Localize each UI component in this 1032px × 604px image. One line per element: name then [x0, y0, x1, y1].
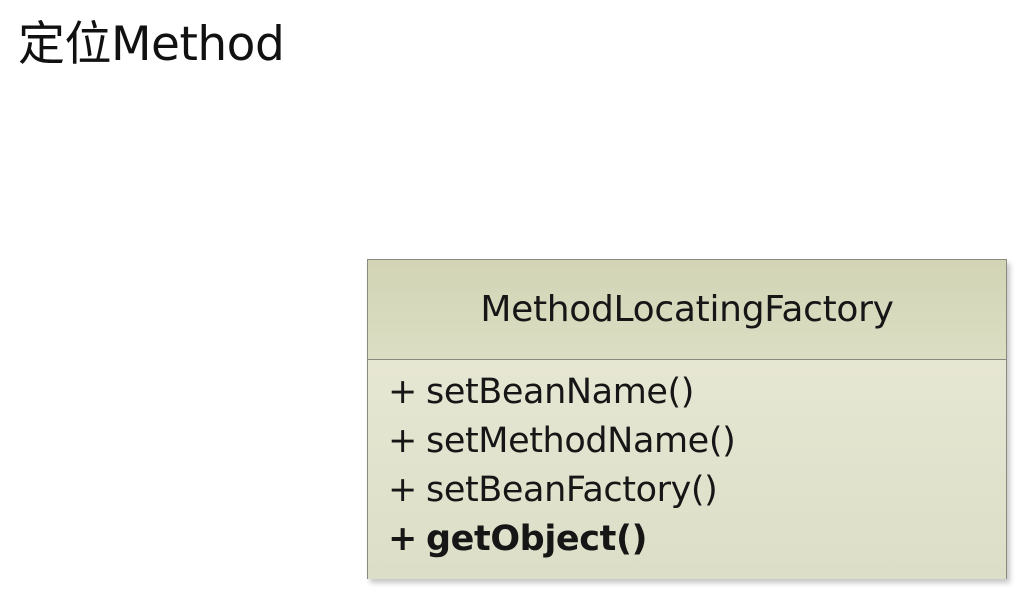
- uml-operation-set-bean-name: +setBeanName(): [388, 368, 1006, 417]
- uml-operation-set-method-name: +setMethodName(): [388, 417, 1006, 466]
- visibility-public-sign: +: [388, 470, 417, 510]
- uml-class-name: MethodLocatingFactory: [480, 289, 894, 330]
- operation-name: setBeanFactory(): [426, 470, 718, 510]
- uml-class-box: MethodLocatingFactory +setBeanName() +se…: [367, 259, 1007, 579]
- operation-name: getObject(): [426, 519, 648, 559]
- uml-class-header: MethodLocatingFactory: [368, 260, 1006, 360]
- visibility-public-sign: +: [388, 519, 417, 559]
- operation-name: setMethodName(): [426, 421, 736, 461]
- slide-title: 定位Method: [18, 17, 285, 72]
- operation-name: setBeanName(): [426, 372, 695, 412]
- uml-operation-get-object: +getObject(): [388, 515, 1006, 564]
- visibility-public-sign: +: [388, 372, 417, 412]
- uml-operations-compartment: +setBeanName() +setMethodName() +setBean…: [368, 360, 1006, 579]
- visibility-public-sign: +: [388, 421, 417, 461]
- uml-operation-set-bean-factory: +setBeanFactory(): [388, 466, 1006, 515]
